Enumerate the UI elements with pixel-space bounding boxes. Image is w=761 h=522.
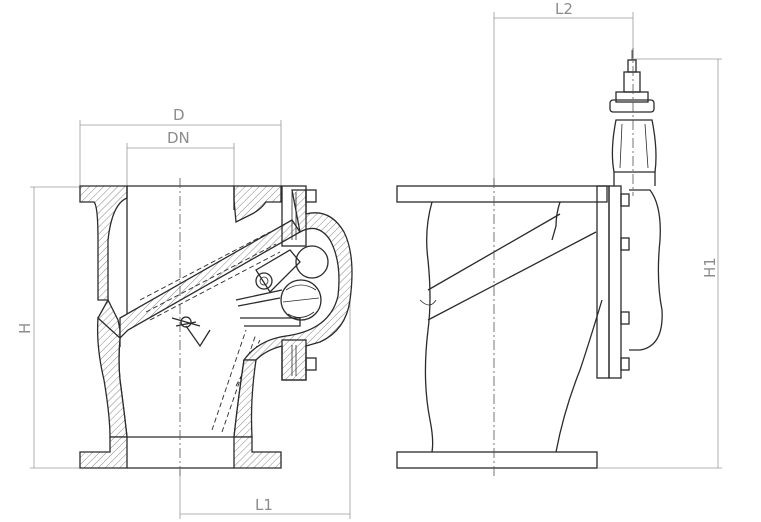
body-exterior xyxy=(424,201,603,453)
pivot-circle xyxy=(255,272,273,290)
bonnet-housing xyxy=(629,189,663,351)
bottom-flange-left xyxy=(79,436,128,469)
counterweight-circle xyxy=(280,279,322,321)
side-cover-plate xyxy=(596,185,610,379)
dimension-dn-label: DN xyxy=(167,129,190,147)
dimension-l2: L2 xyxy=(493,0,634,186)
dimension-l1: L1 xyxy=(179,300,351,519)
bottom-flange-exterior xyxy=(396,451,598,469)
bolt-nut-bottom xyxy=(305,357,317,371)
dimension-h1: H1 xyxy=(598,58,722,469)
dimension-d: D xyxy=(79,106,282,186)
dimension-d-label: D xyxy=(173,106,185,124)
top-flange-exterior xyxy=(396,185,608,203)
cover-bolts xyxy=(620,193,630,371)
top-flange-left xyxy=(79,185,128,301)
cover-housing xyxy=(242,189,353,381)
counterweight-upper xyxy=(295,245,329,279)
exterior-view: L2 H1 xyxy=(396,0,722,478)
dimension-l2-label: L2 xyxy=(555,0,573,18)
bolt-nut-top xyxy=(305,189,317,203)
dimension-h1-label: H1 xyxy=(701,257,719,278)
section-view: D DN H L1 xyxy=(16,106,353,519)
dimension-h-label: H xyxy=(16,323,34,334)
dimension-l1-label: L1 xyxy=(255,496,273,514)
indicator-column xyxy=(609,50,657,186)
lever-mechanism xyxy=(171,245,329,348)
top-flange-right xyxy=(233,185,282,224)
side-flange xyxy=(281,185,317,381)
side-cover-flange xyxy=(608,185,622,379)
upper-side-flange xyxy=(281,185,307,247)
dimension-dn: DN xyxy=(126,129,235,186)
exterior-seat-line xyxy=(427,213,597,321)
valve-disc-hidden xyxy=(139,231,281,433)
body-lower-right-wall xyxy=(233,359,257,438)
dimension-h: H xyxy=(16,186,80,469)
bottom-flange-right xyxy=(233,436,282,469)
